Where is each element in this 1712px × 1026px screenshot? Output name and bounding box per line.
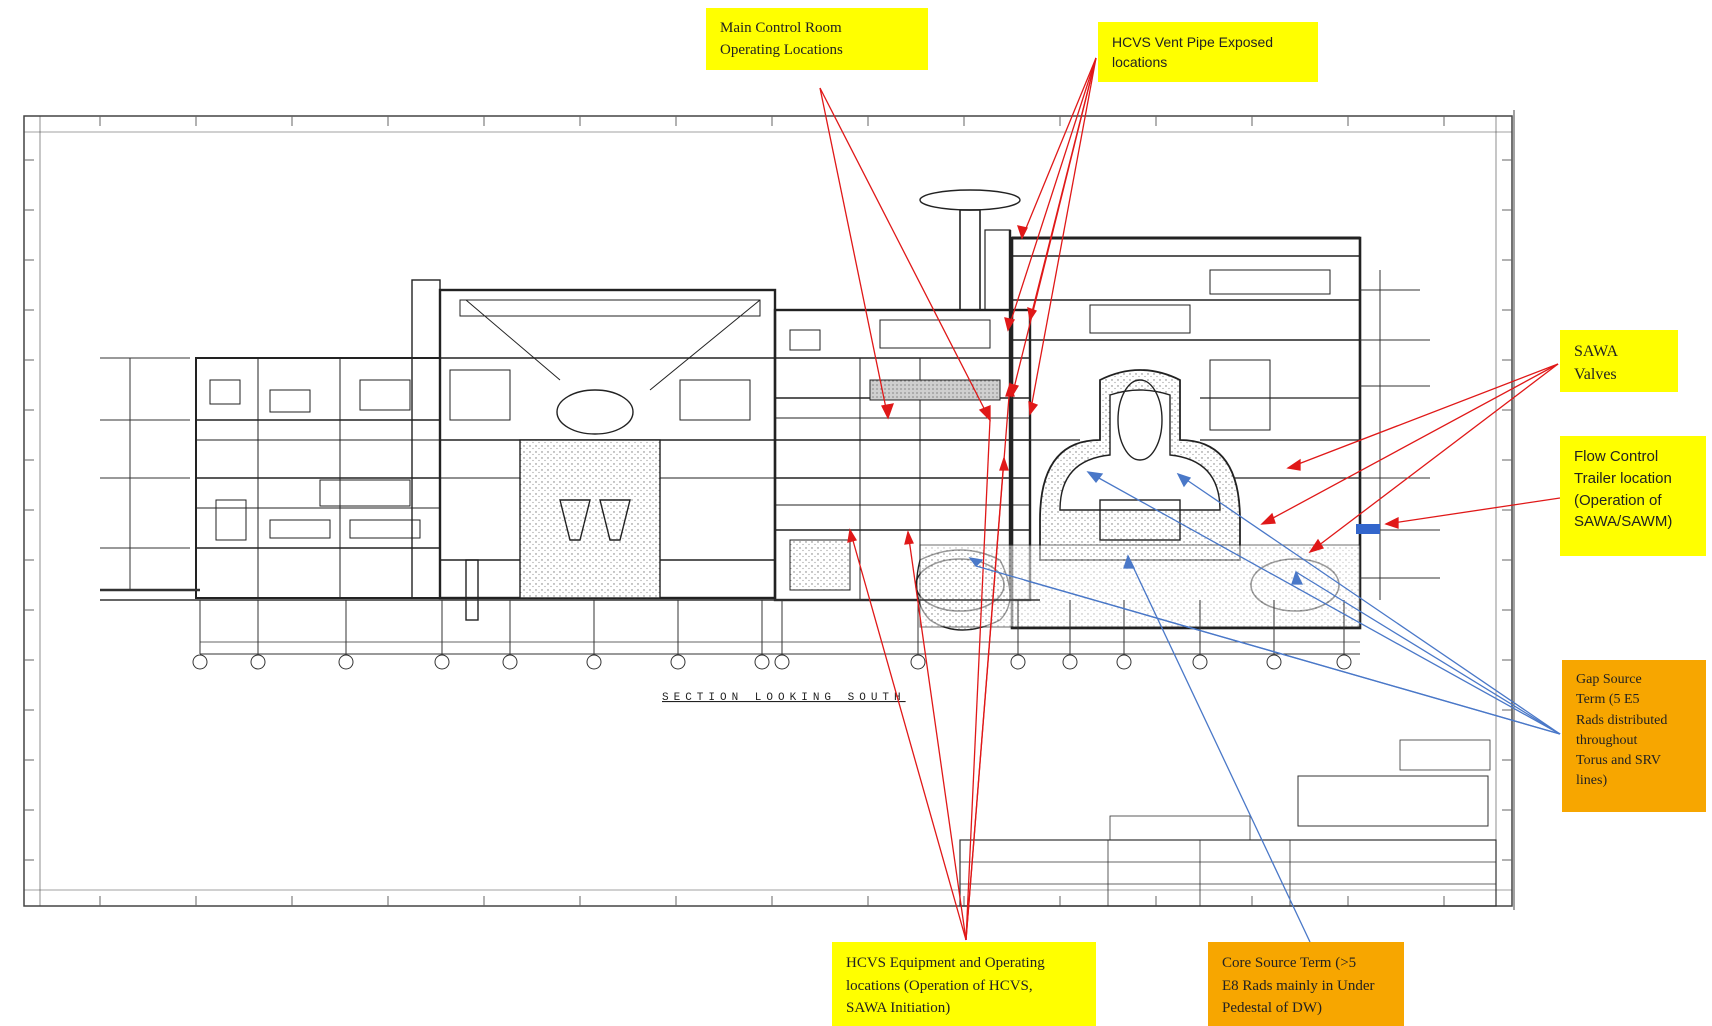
column-grid-bubble (1010, 654, 1026, 670)
blue-leader-lines (968, 471, 1561, 943)
callout-main-control-room: Main Control Room Operating Locations (706, 8, 928, 70)
left-annex (195, 357, 441, 599)
column-grid-bubble (910, 654, 926, 670)
column-grid-bubble (502, 654, 518, 670)
callout-text: Torus and SRV (1576, 753, 1662, 769)
callout-text: SAWA/SAWM) (1574, 513, 1673, 531)
column-grid-bubble (1266, 654, 1282, 670)
callout-text: SAWA (1574, 343, 1619, 360)
callout-text: locations (1112, 54, 1168, 71)
callout-hcvs-vent-pipe: HCVS Vent Pipe Exposed locations (1098, 22, 1318, 82)
section-label: SECTION LOOKING SOUTH (662, 692, 906, 704)
title-block (959, 739, 1497, 907)
column-grid-bubble (754, 654, 770, 670)
control-building (773, 230, 1032, 602)
reactor-building (915, 236, 1362, 631)
column-grid-bubble (670, 654, 686, 670)
callout-text: SAWA Initiation) (846, 1000, 951, 1016)
callout-text: HCVS Equipment and Operating (846, 955, 1045, 971)
column-grid-bubble (1062, 654, 1078, 670)
column-grid-bubble (192, 654, 208, 670)
callout-sawa-valves: SAWA Valves (1560, 330, 1678, 392)
callout-text: E8 Rads mainly in Under (1222, 977, 1375, 994)
sheet-frame (23, 110, 1515, 910)
callout-text: HCVS Vent Pipe Exposed (1112, 34, 1274, 50)
turbine-building (411, 279, 777, 621)
callout-text: throughout (1576, 732, 1638, 748)
frame-ticks (24, 116, 1512, 906)
elevation-marks (100, 270, 1440, 600)
column-grid-bubble (774, 654, 790, 670)
callout-text: Flow Control (1574, 448, 1659, 465)
column-grid-bubble (250, 654, 266, 670)
callout-text: Valves (1574, 366, 1617, 384)
column-grid-bubble (1192, 654, 1208, 670)
callout-text: (Operation of (1574, 491, 1662, 509)
column-grid-bubble (1336, 654, 1352, 670)
callout-flow-control-trailer: Flow Control Trailer location (Operation… (1560, 436, 1706, 556)
callout-text: Core Source Term (>5 (1222, 955, 1357, 971)
column-grid-bubble (586, 654, 602, 670)
callout-text: Pedestal of DW) (1222, 1000, 1322, 1016)
callout-hcvs-equipment: HCVS Equipment and Operating locations (… (832, 942, 1096, 1026)
callout-text: Term (5 E5 (1576, 692, 1640, 708)
column-grid-bubble (338, 654, 354, 670)
red-leader-lines (819, 57, 1561, 941)
column-grid-bubble (1116, 654, 1132, 670)
callout-text: Main Control Room (720, 20, 842, 36)
column-grid (192, 600, 1352, 670)
callout-text: Rads distributed (1576, 712, 1668, 728)
callout-text: Trailer location (1574, 469, 1672, 487)
column-grid-bubble (434, 654, 450, 670)
vent-stack (919, 189, 1021, 311)
callout-text: lines) (1576, 773, 1608, 789)
callout-text: Gap Source (1576, 672, 1642, 687)
callout-gap-source-term: Gap Source Term (5 E5 Rads distributed t… (1562, 660, 1706, 812)
callout-text: Operating Locations (720, 41, 843, 58)
ground-line (100, 588, 1360, 655)
callout-core-source-term: Core Source Term (>5 E8 Rads mainly in U… (1208, 942, 1404, 1026)
callout-text: locations (Operation of HCVS, (846, 977, 1033, 994)
